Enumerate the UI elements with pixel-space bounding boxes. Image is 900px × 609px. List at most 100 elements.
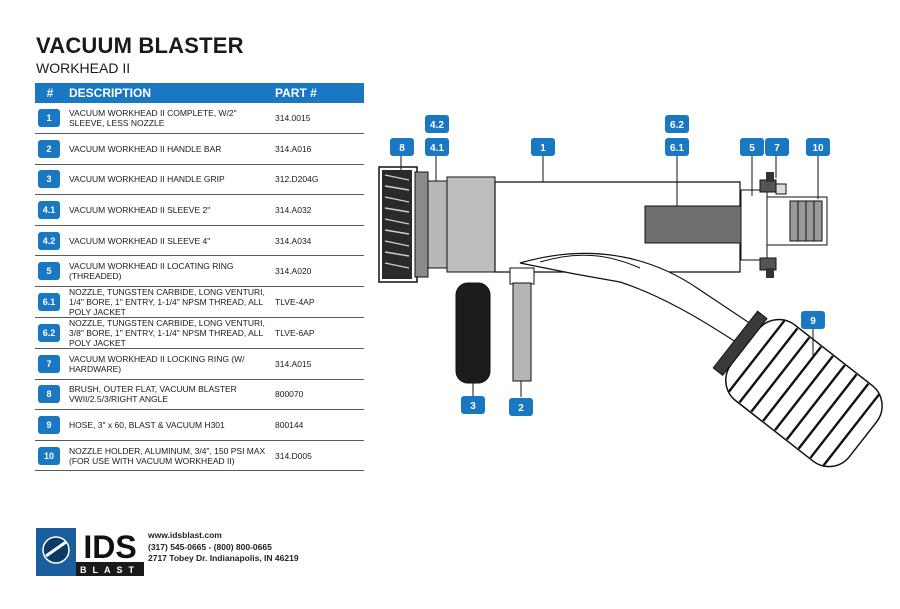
row-number-badge: 9 xyxy=(38,416,60,435)
table-header-row: # DESCRIPTION PART # xyxy=(35,83,364,103)
header-part: PART # xyxy=(271,83,364,103)
handle-bar-part xyxy=(512,282,532,382)
callout-6-2: 6.2 xyxy=(665,115,689,133)
row-number-badge: 3 xyxy=(38,170,60,189)
callout-6-1: 6.1 xyxy=(665,138,689,156)
row-number-cell: 1 xyxy=(35,103,65,135)
sleeve-part xyxy=(427,176,496,273)
table-row: 10 NOZZLE HOLDER, ALUMINUM, 3/4", 150 PSI… xyxy=(35,440,364,472)
row-part-number: 314.D005 xyxy=(271,440,364,472)
row-number-cell: 8 xyxy=(35,379,65,411)
table-row: 4.2 VACUUM WORKHEAD II SLEEVE 4"314.A034 xyxy=(35,225,364,257)
row-number-badge: 1 xyxy=(38,109,60,128)
row-description: VACUUM WORKHEAD II SLEEVE 4" xyxy=(65,225,271,257)
ring-assembly xyxy=(740,172,828,278)
row-number-badge: 6.2 xyxy=(38,324,60,343)
row-number-cell: 4.2 xyxy=(35,225,65,257)
svg-text:6.1: 6.1 xyxy=(670,143,684,154)
svg-text:4.2: 4.2 xyxy=(430,120,444,131)
row-description: NOZZLE HOLDER, ALUMINUM, 3/4", 150 PSI M… xyxy=(65,440,271,472)
header-description: DESCRIPTION xyxy=(65,83,271,103)
svg-text:7: 7 xyxy=(774,143,780,154)
callout-2: 2 xyxy=(509,398,533,416)
row-number-badge: 8 xyxy=(38,385,60,404)
row-number-cell: 6.1 xyxy=(35,286,65,319)
callout-7: 7 xyxy=(765,138,789,156)
callout-5: 5 xyxy=(740,138,764,156)
ids-blast-logo: IDS BLAST xyxy=(36,528,144,576)
row-description: VACUUM WORKHEAD II HANDLE GRIP xyxy=(65,164,271,196)
handle-grip-part xyxy=(455,282,491,384)
callout-4-2: 4.2 xyxy=(425,115,449,133)
address: 2717 Tobey Dr. Indianapolis, IN 46219 xyxy=(148,553,299,563)
row-part-number: 312.D204G xyxy=(271,164,364,196)
callout-10: 10 xyxy=(806,138,830,156)
row-part-number: 314.A034 xyxy=(271,225,364,257)
logo-mark: IDS BLAST xyxy=(36,528,144,576)
table-row: 7 VACUUM WORKHEAD II LOCKING RING (W/ HAR… xyxy=(35,348,364,380)
logo-subtext: BLAST xyxy=(80,565,140,575)
page-title: VACUUM BLASTER xyxy=(36,33,244,58)
callout-4-1: 4.1 xyxy=(425,138,449,156)
row-number-cell: 5 xyxy=(35,255,65,288)
header-num: # xyxy=(35,83,65,103)
svg-text:1: 1 xyxy=(540,143,546,154)
svg-text:3: 3 xyxy=(470,401,476,412)
row-description: VACUUM WORKHEAD II COMPLETE, W/2" SLEEVE… xyxy=(65,103,271,135)
row-number-cell: 2 xyxy=(35,133,65,165)
contact-block: www.idsblast.com (317) 545-0665 - (800) … xyxy=(148,530,299,565)
row-number-cell: 6.2 xyxy=(35,317,65,350)
row-description: VACUUM WORKHEAD II LOCATING RING (THREAD… xyxy=(65,255,271,288)
row-description: NOZZLE, TUNGSTEN CARBIDE, LONG VENTURI, … xyxy=(65,286,271,319)
row-part-number: 800144 xyxy=(271,409,364,441)
row-description: VACUUM WORKHEAD II HANDLE BAR xyxy=(65,133,271,165)
table-row: 5 VACUUM WORKHEAD II LOCATING RING (THREA… xyxy=(35,255,364,288)
website-link[interactable]: www.idsblast.com xyxy=(148,530,222,540)
row-number-badge: 4.2 xyxy=(38,231,60,250)
row-description: NOZZLE, TUNGSTEN CARBIDE, LONG VENTURI, … xyxy=(65,317,271,350)
row-number-badge: 10 xyxy=(38,446,60,465)
leader-lines xyxy=(400,156,819,397)
hose-part xyxy=(712,310,883,468)
table-row: 1 VACUUM WORKHEAD II COMPLETE, W/2" SLEEV… xyxy=(35,103,364,135)
brush-part xyxy=(378,166,429,283)
svg-text:4.1: 4.1 xyxy=(430,143,444,154)
row-number-badge: 7 xyxy=(38,354,60,373)
row-number-badge: 5 xyxy=(38,262,60,281)
row-number-badge: 2 xyxy=(38,139,60,158)
row-number-cell: 4.1 xyxy=(35,194,65,226)
row-description: VACUUM WORKHEAD II SLEEVE 2" xyxy=(65,194,271,226)
page-subtitle: WORKHEAD II xyxy=(36,60,131,76)
svg-text:10: 10 xyxy=(812,143,824,154)
callout-3: 3 xyxy=(461,396,485,414)
phone-numbers: (317) 545-0665 - (800) 800-0665 xyxy=(148,541,272,552)
table-row: 4.1 VACUUM WORKHEAD II SLEEVE 2"314.A032 xyxy=(35,194,364,226)
row-number-badge: 4.1 xyxy=(38,201,60,220)
row-part-number: 314.A032 xyxy=(271,194,364,226)
row-part-number: 314.A020 xyxy=(271,255,364,288)
svg-text:6.2: 6.2 xyxy=(670,120,684,131)
row-description: HOSE, 3" x 60, BLAST & VACUUM H301 xyxy=(65,409,271,441)
row-number-cell: 7 xyxy=(35,348,65,380)
svg-text:2: 2 xyxy=(518,403,524,414)
row-number-badge: 6.1 xyxy=(38,293,60,312)
row-part-number: 800070 xyxy=(271,379,364,411)
row-part-number: 314.A016 xyxy=(271,133,364,165)
row-part-number: 314.0015 xyxy=(271,103,364,135)
table-row: 6.2 NOZZLE, TUNGSTEN CARBIDE, LONG VENTUR… xyxy=(35,317,364,350)
row-part-number: TLVE-6AP xyxy=(271,317,364,350)
nozzle-part xyxy=(644,205,756,244)
logo-text: IDS xyxy=(83,529,136,565)
callout-9: 9 xyxy=(801,311,825,329)
row-part-number: TLVE-4AP xyxy=(271,286,364,319)
parts-table-body: 1 VACUUM WORKHEAD II COMPLETE, W/2" SLEEV… xyxy=(35,103,364,472)
row-part-number: 314.A015 xyxy=(271,348,364,380)
row-number-cell: 9 xyxy=(35,409,65,441)
row-description: VACUUM WORKHEAD II LOCKING RING (W/ HARD… xyxy=(65,348,271,380)
